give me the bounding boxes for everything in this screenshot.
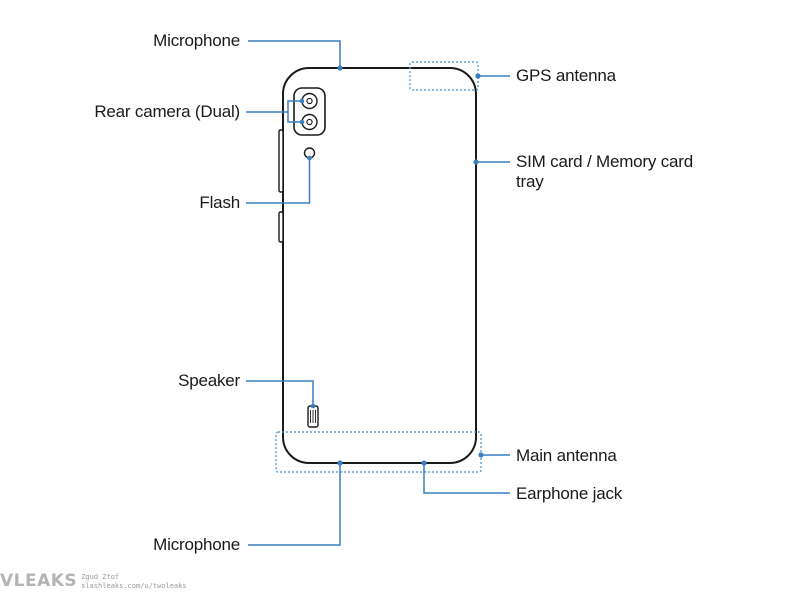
gps-antenna-region <box>409 61 479 91</box>
label-speaker: Speaker <box>178 371 240 390</box>
callout-line-earphone-jack <box>423 463 510 494</box>
volume-button <box>278 129 284 193</box>
label-earphone-jack: Earphone jack <box>516 484 623 503</box>
label-gps-antenna: GPS antenna <box>516 66 616 85</box>
watermark: VLEAKS Zgud Ztof slashleaks.com/u/twolea… <box>0 571 187 595</box>
callout-line-rear-camera-b <box>287 112 302 123</box>
watermark-line-1: Zgud Ztof <box>81 573 120 581</box>
bixby-button <box>278 211 284 243</box>
watermark-line-2: slashleaks.com/u/twoleaks <box>81 582 187 590</box>
label-microphone-bottom: Microphone <box>153 535 240 554</box>
speaker-grille-icon <box>307 405 319 428</box>
label-main-antenna: Main antenna <box>516 446 617 465</box>
main-antenna-region <box>275 431 482 473</box>
watermark-text: Zgud Ztof slashleaks.com/u/twoleaks <box>81 571 186 591</box>
rear-camera-module <box>293 87 326 136</box>
callout-line-microphone-bottom <box>248 463 341 546</box>
camera-lens-icon <box>301 113 318 131</box>
watermark-logo: VLEAKS <box>0 571 78 591</box>
callout-line-speaker <box>246 380 314 406</box>
label-flash: Flash <box>199 193 240 212</box>
callout-line-microphone-top <box>248 40 341 68</box>
callout-line-rear-camera-a <box>246 100 302 113</box>
callout-dots <box>299 65 484 466</box>
label-sim-tray: SIM card / Memory card tray <box>516 152 693 191</box>
callout-line-flash <box>246 158 311 204</box>
phone-body-outline <box>282 67 477 464</box>
label-microphone-top: Microphone <box>153 31 240 50</box>
callout-lines <box>246 40 510 546</box>
label-rear-camera: Rear camera (Dual) <box>94 102 240 121</box>
